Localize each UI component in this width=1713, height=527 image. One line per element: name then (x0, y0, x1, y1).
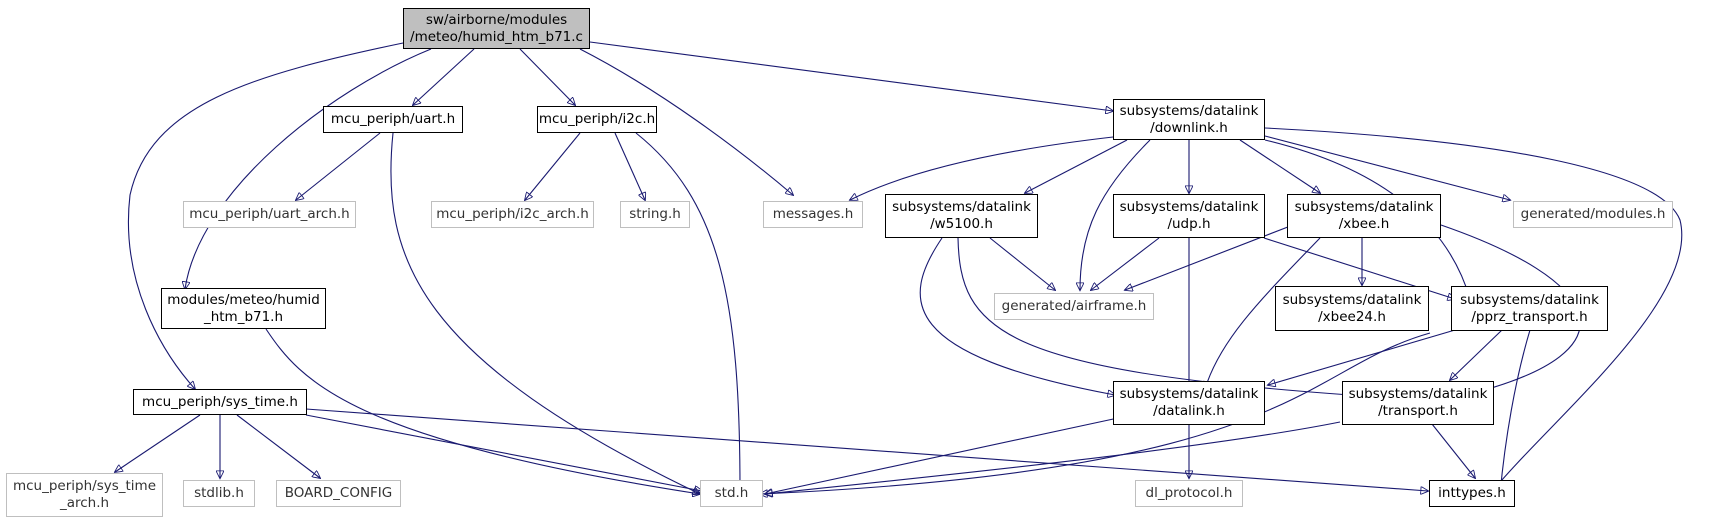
edge-systime-inttypes (305, 408, 1428, 491)
node-humid-htm-b71-h[interactable]: modules/meteo/humid _htm_b71.h (161, 288, 326, 329)
edge-xbee-airframe (1125, 224, 1294, 290)
edge-systime-boardconfig (236, 414, 320, 478)
edge-uart-uartarch (296, 132, 381, 200)
node-generated-modules-h[interactable]: generated/modules.h (1513, 201, 1673, 228)
edge-w5100-datalink (919, 237, 1115, 395)
edge-downlink-genmodules (1264, 135, 1510, 200)
node-messages-h[interactable]: messages.h (763, 201, 863, 228)
edge-downlink-inttypes (1264, 127, 1683, 494)
edge-root-uart (413, 48, 475, 105)
edge-i2c-i2carch (525, 132, 581, 200)
edge-i2c-string (614, 132, 645, 200)
node-board-config[interactable]: BOARD_CONFIG (276, 480, 401, 507)
edge-uart-std (390, 132, 700, 494)
edge-root-downlink (589, 41, 1113, 111)
node-dl-protocol-h[interactable]: dl_protocol.h (1135, 480, 1243, 507)
edge-xbee-datalink (1205, 237, 1321, 389)
node-std-h[interactable]: std.h (700, 480, 763, 507)
edge-downlink-xbee (1239, 139, 1320, 193)
node-inttypes-h[interactable]: inttypes.h (1429, 480, 1515, 507)
node-string-h[interactable]: string.h (620, 201, 690, 228)
edge-w5100-airframe (989, 237, 1055, 290)
node-i2c-h[interactable]: mcu_periph/i2c.h (537, 106, 657, 133)
edge-pprz-datalink (1268, 329, 1456, 385)
node-xbee-h[interactable]: subsystems/datalink /xbee.h (1287, 194, 1441, 238)
node-pprz-transport-h[interactable]: subsystems/datalink /pprz_transport.h (1451, 286, 1608, 331)
node-uart-h[interactable]: mcu_periph/uart.h (323, 106, 463, 133)
edge-root-systime (127, 42, 404, 389)
node-downlink-h[interactable]: subsystems/datalink /downlink.h (1113, 99, 1265, 140)
edge-systime-std (305, 414, 702, 491)
edge-root-i2c (519, 48, 575, 105)
node-root-humid-htm-b71-c[interactable]: sw/airborne/modules /meteo/humid_htm_b71… (403, 8, 590, 49)
edge-pprz-std (760, 332, 1431, 494)
edge-systime-systimearch (115, 414, 201, 472)
edge-downlink-messages (850, 136, 1114, 200)
edge-pprz-inttypes (1500, 329, 1531, 494)
edge-downlink-w5100 (1025, 139, 1128, 193)
node-transport-h[interactable]: subsystems/datalink /transport.h (1342, 381, 1494, 425)
edge-datalink-std (765, 417, 1119, 494)
node-sys-time-arch-h[interactable]: mcu_periph/sys_time _arch.h (6, 473, 163, 517)
edge-root-humid-h (185, 48, 432, 289)
node-xbee24-h[interactable]: subsystems/datalink /xbee24.h (1275, 286, 1429, 331)
node-generated-airframe-h[interactable]: generated/airframe.h (994, 293, 1154, 320)
edge-pprz-transport (1450, 329, 1503, 380)
edge-i2c-std (635, 132, 740, 490)
edge-root-messages (579, 48, 793, 195)
node-datalink-h[interactable]: subsystems/datalink /datalink.h (1113, 381, 1265, 425)
edge-transport-std (765, 421, 1341, 494)
edge-humid-std (265, 328, 700, 494)
edge-transport-inttypes (1431, 423, 1475, 478)
node-sys-time-h[interactable]: mcu_periph/sys_time.h (133, 389, 307, 415)
node-stdlib-h[interactable]: stdlib.h (183, 480, 255, 507)
edge-udp-airframe (1091, 237, 1160, 290)
edge-downlink-airframe (1080, 139, 1151, 290)
node-w5100-h[interactable]: subsystems/datalink /w5100.h (885, 194, 1038, 238)
node-i2c-arch-h[interactable]: mcu_periph/i2c_arch.h (431, 201, 594, 228)
node-uart-arch-h[interactable]: mcu_periph/uart_arch.h (183, 201, 356, 228)
node-udp-h[interactable]: subsystems/datalink /udp.h (1113, 194, 1265, 238)
